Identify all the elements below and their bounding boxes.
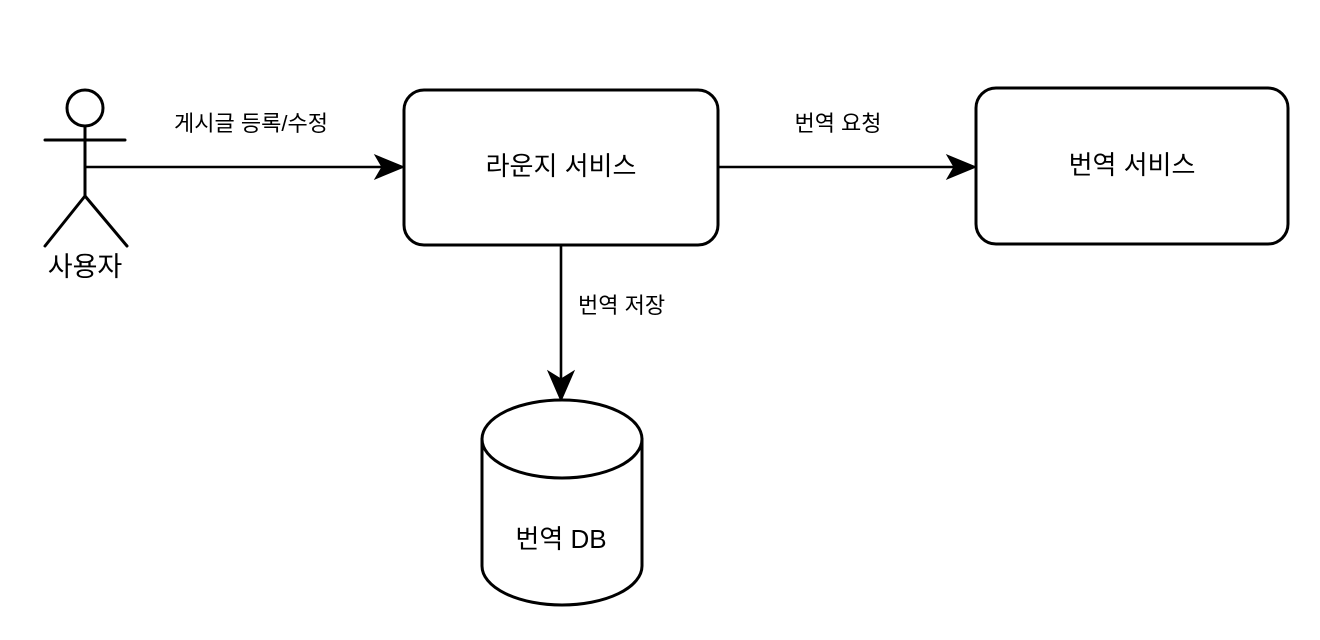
actor-right-leg-line (83, 194, 129, 248)
actor-label: 사용자 (48, 252, 123, 282)
actor-user[interactable]: 사용자 (43, 88, 129, 282)
actor-head-icon (65, 88, 105, 128)
translation-service-box (974, 86, 1290, 246)
translation-service-label: 번역 서비스 (1069, 150, 1196, 180)
translation-db-cylinder-body (480, 398, 644, 607)
translation-db-label: 번역 DB (515, 524, 606, 554)
actor-left-leg-line (43, 194, 87, 248)
lounge-service-label: 라운지 서비스 (486, 151, 637, 181)
edge-lounge-to-translation-label: 번역 요청 (794, 111, 881, 136)
edge-user-to-lounge-label: 게시글 등록/수정 (174, 111, 328, 136)
lounge-service-node[interactable]: 라운지 서비스 (402, 88, 720, 247)
translation-service-node[interactable]: 번역 서비스 (974, 86, 1290, 246)
edge-lounge-to-translation[interactable]: 번역 요청 (718, 111, 978, 181)
translation-db-node[interactable]: 번역 DB (480, 398, 644, 607)
translation-db-cylinder-top-arc (480, 437, 644, 480)
edge-user-to-lounge-arrowhead (373, 153, 406, 181)
edge-lounge-to-db-label: 번역 저장 (578, 293, 665, 318)
edge-lounge-to-db-arrowhead (546, 369, 576, 403)
edge-lounge-to-translation-arrowhead (945, 153, 978, 181)
edge-lounge-to-db[interactable]: 번역 저장 (546, 245, 665, 403)
edge-user-to-lounge[interactable]: 게시글 등록/수정 (85, 111, 406, 181)
